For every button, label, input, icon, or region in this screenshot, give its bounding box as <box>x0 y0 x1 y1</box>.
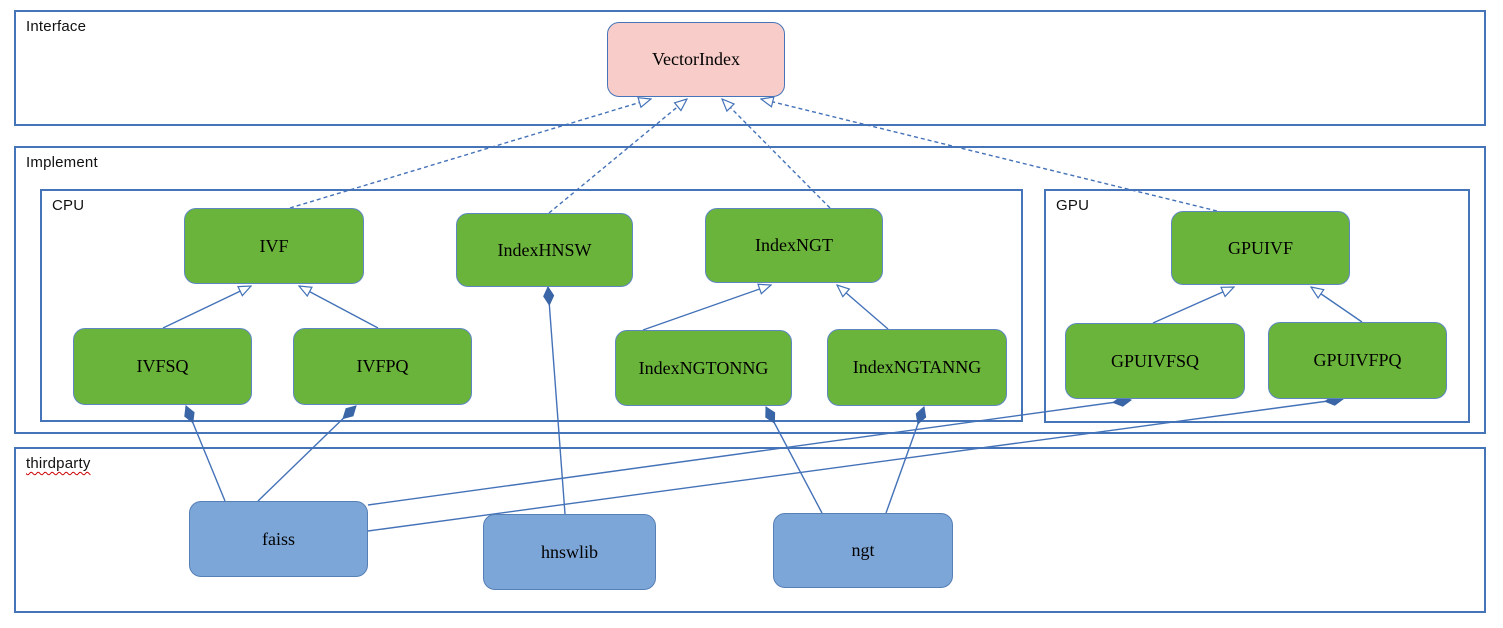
node-indexngtonng-label: IndexNGTONNG <box>638 357 769 378</box>
node-vectorindex-label: VectorIndex <box>652 49 740 69</box>
node-ivfpq[interactable]: IVFPQ <box>293 328 472 405</box>
node-faiss-label: faiss <box>262 528 295 549</box>
node-hnswlib-label: hnswlib <box>540 541 598 562</box>
node-indexngtanng-label: IndexNGTANNG <box>852 357 982 377</box>
node-ivfpq-label: IVFPQ <box>356 356 409 376</box>
container-cpu-label: CPU <box>52 197 85 214</box>
node-hnswlib[interactable]: hnswlib <box>483 514 656 590</box>
node-ivfsq[interactable]: IVFSQ <box>73 328 252 405</box>
node-gpuivf-label: GPUIVF <box>1227 237 1293 258</box>
node-faiss[interactable]: faiss <box>189 501 368 577</box>
container-implement-label: Implement <box>26 154 98 171</box>
node-gpuivfsq-label: GPUIVFSQ <box>1110 350 1200 371</box>
node-gpuivfpq-label: GPUIVFPQ <box>1313 350 1402 370</box>
node-indexngtonng[interactable]: IndexNGTONNG <box>615 330 792 406</box>
node-gpuivfsq[interactable]: GPUIVFSQ <box>1065 323 1245 399</box>
node-gpuivfpq[interactable]: GPUIVFPQ <box>1268 322 1447 399</box>
node-ngt[interactable]: ngt <box>773 513 953 588</box>
node-ivf-label: IVF <box>259 235 289 256</box>
node-ngt-label: ngt <box>851 540 875 560</box>
node-vectorindex[interactable]: VectorIndex <box>607 22 785 97</box>
container-gpu-label: GPU <box>1056 197 1090 214</box>
node-indexngtanng[interactable]: IndexNGTANNG <box>827 329 1007 406</box>
node-indexhnsw[interactable]: IndexHNSW <box>456 213 633 287</box>
node-ivf[interactable]: IVF <box>184 208 364 284</box>
node-ivfsq-label: IVFSQ <box>136 356 189 376</box>
node-gpuivf[interactable]: GPUIVF <box>1171 211 1350 285</box>
container-thirdparty-label: thirdparty <box>26 455 91 472</box>
node-indexngt-label: IndexNGT <box>755 235 833 255</box>
node-indexngt[interactable]: IndexNGT <box>705 208 883 283</box>
container-interface-label: Interface <box>26 18 87 35</box>
node-indexhnsw-label: IndexHNSW <box>497 239 592 260</box>
